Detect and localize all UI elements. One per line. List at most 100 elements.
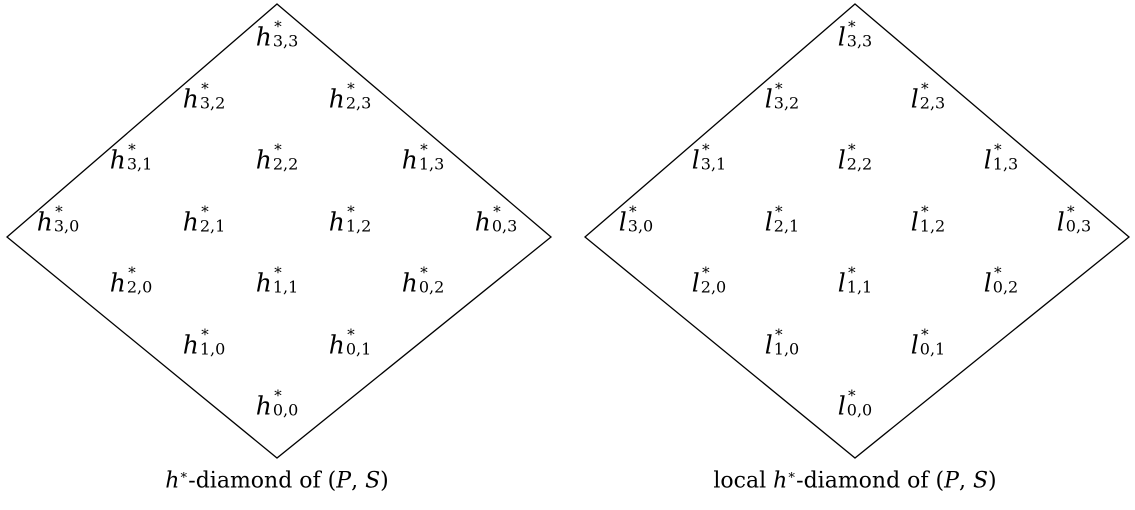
entry-subscript: 3,3	[272, 31, 299, 51]
entry-letter: l	[983, 145, 992, 175]
entry-letter: l	[691, 268, 700, 298]
entry-letter: h	[328, 206, 345, 236]
h-star-entry-3-0: h∗3,0	[37, 200, 80, 244]
h-star-entry-2-1: h∗2,1	[183, 200, 226, 244]
entry-star: ∗	[992, 137, 1003, 156]
entry-scripts: ∗3,2	[773, 77, 800, 121]
entry-subscript: 3,0	[627, 216, 654, 236]
entry-scripts: ∗3,1	[700, 139, 727, 183]
entry-scripts: ∗0,2	[992, 262, 1019, 306]
entry-star: ∗	[846, 14, 857, 33]
caption-comma: ,	[351, 468, 366, 494]
entry-subscript: 0,0	[272, 400, 299, 420]
entry-letter: h	[109, 268, 126, 298]
entry-star: ∗	[272, 260, 284, 279]
entry-star: ∗	[272, 137, 284, 156]
h-star-entry-1-2: h∗1,2	[328, 200, 372, 244]
caption-close: )	[988, 468, 997, 494]
entry-subscript: 2,1	[773, 216, 800, 236]
h-star-entry-3-3: h∗3,3	[256, 16, 299, 60]
entry-subscript: 2,3	[345, 93, 372, 113]
caption-word: local	[713, 468, 774, 494]
entry-letter: h	[328, 329, 345, 359]
entry-scripts: ∗0,0	[272, 385, 299, 429]
h-star-entry-3-2: h∗3,2	[183, 77, 226, 121]
entry-star: ∗	[700, 260, 711, 279]
entry-star: ∗	[272, 14, 284, 33]
h-star-entry-1-3: h∗1,3	[401, 139, 445, 182]
l-star-entry-0-2: l∗0,2	[984, 262, 1019, 306]
entry-letter: l	[618, 206, 627, 236]
entry-star: ∗	[627, 199, 638, 218]
entry-letter: h	[255, 268, 272, 298]
entry-scripts: ∗0,2	[419, 262, 444, 306]
entry-scripts: ∗0,3	[1065, 200, 1092, 244]
entry-letter: l	[910, 83, 919, 113]
entry-letter: h	[255, 391, 272, 421]
entry-subscript: 2,2	[272, 154, 299, 174]
caption-comma: ,	[958, 468, 973, 494]
entry-star: ∗	[773, 199, 784, 218]
l-star-entry-3-3: l∗3,3	[838, 16, 872, 60]
entry-star: ∗	[992, 260, 1003, 279]
entry-scripts: ∗1,3	[993, 139, 1018, 183]
h-star-entry-0-0: h∗0,0	[255, 385, 299, 429]
entry-star: ∗	[418, 260, 430, 279]
entry-letter: h	[401, 145, 418, 175]
l-star-entry-3-2: l∗3,2	[764, 77, 800, 121]
l-star-entry-3-0: l∗3,0	[618, 200, 654, 244]
entry-scripts: ∗2,0	[126, 262, 153, 306]
entry-subscript: 3,2	[199, 93, 226, 113]
caption-star: ∗	[787, 468, 797, 483]
caption-text: -diamond of (	[796, 468, 945, 494]
entry-letter: h	[401, 268, 418, 298]
l-star-entry-1-0: l∗1,0	[765, 323, 799, 367]
entry-star: ∗	[700, 137, 711, 156]
entry-letter: l	[764, 206, 773, 236]
entry-subscript: 3,1	[700, 154, 727, 174]
entry-scripts: ∗3,3	[847, 16, 872, 60]
entry-letter: l	[764, 83, 773, 113]
entry-star: ∗	[919, 322, 930, 341]
entry-subscript: 3,2	[773, 93, 800, 113]
h-star-entry-0-1: h∗0,1	[328, 323, 372, 367]
entry-subscript: 1,1	[846, 277, 873, 297]
entry-scripts: ∗2,2	[847, 139, 872, 183]
caption-prefix: local h	[713, 468, 787, 493]
entry-scripts: ∗2,1	[200, 200, 225, 244]
entry-star: ∗	[345, 199, 357, 218]
entry-scripts: ∗3,1	[127, 139, 152, 183]
entry-star: ∗	[199, 76, 211, 95]
caption-letter: h	[165, 468, 180, 494]
l-star-entry-0-0: l∗0,0	[838, 385, 872, 428]
entry-scripts: ∗1,0	[774, 323, 799, 367]
entry-star: ∗	[272, 383, 284, 402]
entry-letter: l	[910, 206, 919, 236]
l-star-entry-1-3: l∗1,3	[983, 139, 1018, 183]
entry-scripts: ∗1,1	[846, 262, 873, 306]
entry-scripts: ∗2,1	[773, 200, 800, 244]
h-star-entry-1-1: h∗1,1	[255, 262, 299, 305]
entry-subscript: 2,0	[126, 277, 153, 297]
h-star-entry-2-3: h∗2,3	[329, 77, 372, 121]
entry-star: ∗	[846, 137, 857, 156]
entry-star: ∗	[773, 322, 784, 341]
entry-subscript: 0,1	[919, 339, 946, 359]
entry-subscript: 0,3	[1065, 216, 1092, 236]
entry-star: ∗	[846, 383, 857, 402]
entry-subscript: 3,0	[53, 216, 80, 236]
entry-scripts: ∗1,0	[199, 323, 226, 367]
entry-subscript: 1,0	[199, 339, 226, 359]
entry-star: ∗	[126, 137, 138, 156]
l-star-entry-0-3: l∗0,3	[1057, 200, 1092, 244]
right-diamond-outline	[583, 3, 1131, 459]
entry-star: ∗	[919, 199, 930, 218]
h-star-entry-3-1: h∗3,1	[110, 139, 153, 183]
entry-scripts: ∗3,3	[272, 16, 299, 60]
entry-subscript: 0,2	[992, 277, 1019, 297]
l-star-entry-2-0: l∗2,0	[691, 262, 726, 305]
l-star-entry-2-1: l∗2,1	[764, 200, 800, 244]
caption-star: ∗	[179, 468, 189, 483]
entry-letter: l	[837, 145, 846, 175]
